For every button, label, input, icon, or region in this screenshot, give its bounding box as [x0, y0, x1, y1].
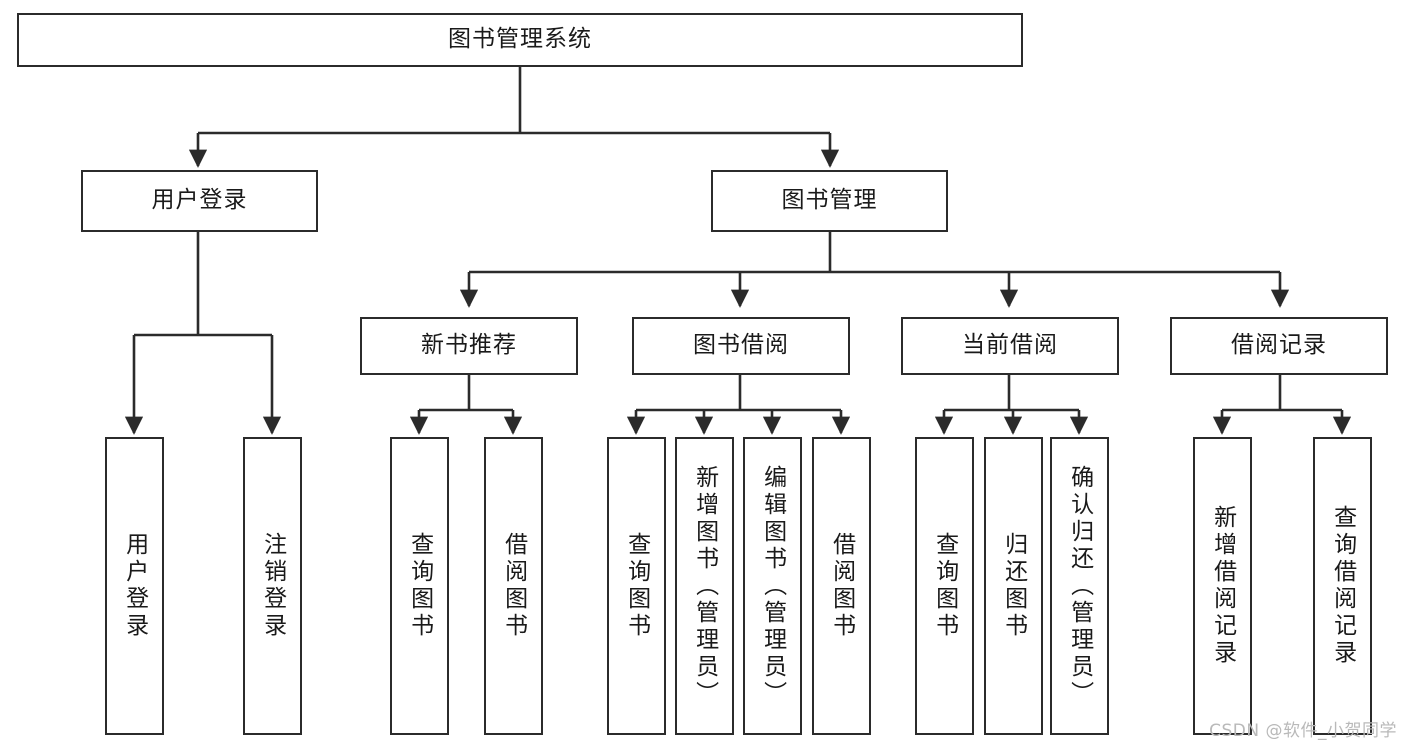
node-leaf-query-book-3-label: 查询图书 — [931, 532, 958, 640]
node-leaf-query-book-1-label: 查询图书 — [406, 532, 433, 640]
node-leaf-add-record[interactable]: 新增借阅记录 — [1193, 437, 1252, 735]
node-root[interactable]: 图书管理系统 — [17, 13, 1023, 67]
node-leaf-user-login[interactable]: 用户登录 — [105, 437, 164, 735]
node-leaf-query-record[interactable]: 查询借阅记录 — [1313, 437, 1372, 735]
node-leaf-add-record-label: 新增借阅记录 — [1209, 505, 1236, 667]
node-leaf-return-book[interactable]: 归还图书 — [984, 437, 1043, 735]
node-leaf-return-book-label: 归还图书 — [1000, 532, 1027, 640]
node-leaf-edit-book-label: 编辑图书（管理员） — [759, 464, 786, 708]
node-current-borrow-label: 当前借阅 — [962, 332, 1058, 359]
node-borrow-record[interactable]: 借阅记录 — [1170, 317, 1388, 375]
node-leaf-logout-login[interactable]: 注销登录 — [243, 437, 302, 735]
node-leaf-borrow-book-2[interactable]: 借阅图书 — [812, 437, 871, 735]
node-leaf-user-login-label: 用户登录 — [121, 532, 148, 640]
node-leaf-borrow-book-1-label: 借阅图书 — [500, 532, 527, 640]
node-leaf-query-book-1[interactable]: 查询图书 — [390, 437, 449, 735]
csdn-watermark: CSDN @软件_小贺同学 — [1209, 721, 1397, 741]
node-leaf-query-record-label: 查询借阅记录 — [1329, 505, 1356, 667]
node-leaf-logout-login-label: 注销登录 — [259, 532, 286, 640]
node-leaf-query-book-3[interactable]: 查询图书 — [915, 437, 974, 735]
node-user-login-label: 用户登录 — [151, 187, 248, 214]
node-borrow-record-label: 借阅记录 — [1231, 332, 1327, 359]
node-leaf-add-book-label: 新增图书（管理员） — [691, 464, 718, 708]
node-root-label: 图书管理系统 — [448, 26, 592, 53]
node-leaf-confirm-return[interactable]: 确认归还（管理员） — [1050, 437, 1109, 735]
node-book-manage[interactable]: 图书管理 — [711, 170, 948, 232]
node-leaf-query-book-2[interactable]: 查询图书 — [607, 437, 666, 735]
node-book-borrow-label: 图书借阅 — [693, 332, 789, 359]
node-new-book-recommend-label: 新书推荐 — [421, 332, 517, 359]
node-leaf-confirm-return-label: 确认归还（管理员） — [1066, 464, 1093, 708]
node-new-book-recommend[interactable]: 新书推荐 — [360, 317, 578, 375]
node-leaf-add-book[interactable]: 新增图书（管理员） — [675, 437, 734, 735]
node-leaf-query-book-2-label: 查询图书 — [623, 532, 650, 640]
node-leaf-borrow-book-1[interactable]: 借阅图书 — [484, 437, 543, 735]
node-current-borrow[interactable]: 当前借阅 — [901, 317, 1119, 375]
node-leaf-borrow-book-2-label: 借阅图书 — [828, 532, 855, 640]
node-book-borrow[interactable]: 图书借阅 — [632, 317, 850, 375]
node-leaf-edit-book[interactable]: 编辑图书（管理员） — [743, 437, 802, 735]
node-book-manage-label: 图书管理 — [781, 187, 878, 214]
node-user-login[interactable]: 用户登录 — [81, 170, 318, 232]
